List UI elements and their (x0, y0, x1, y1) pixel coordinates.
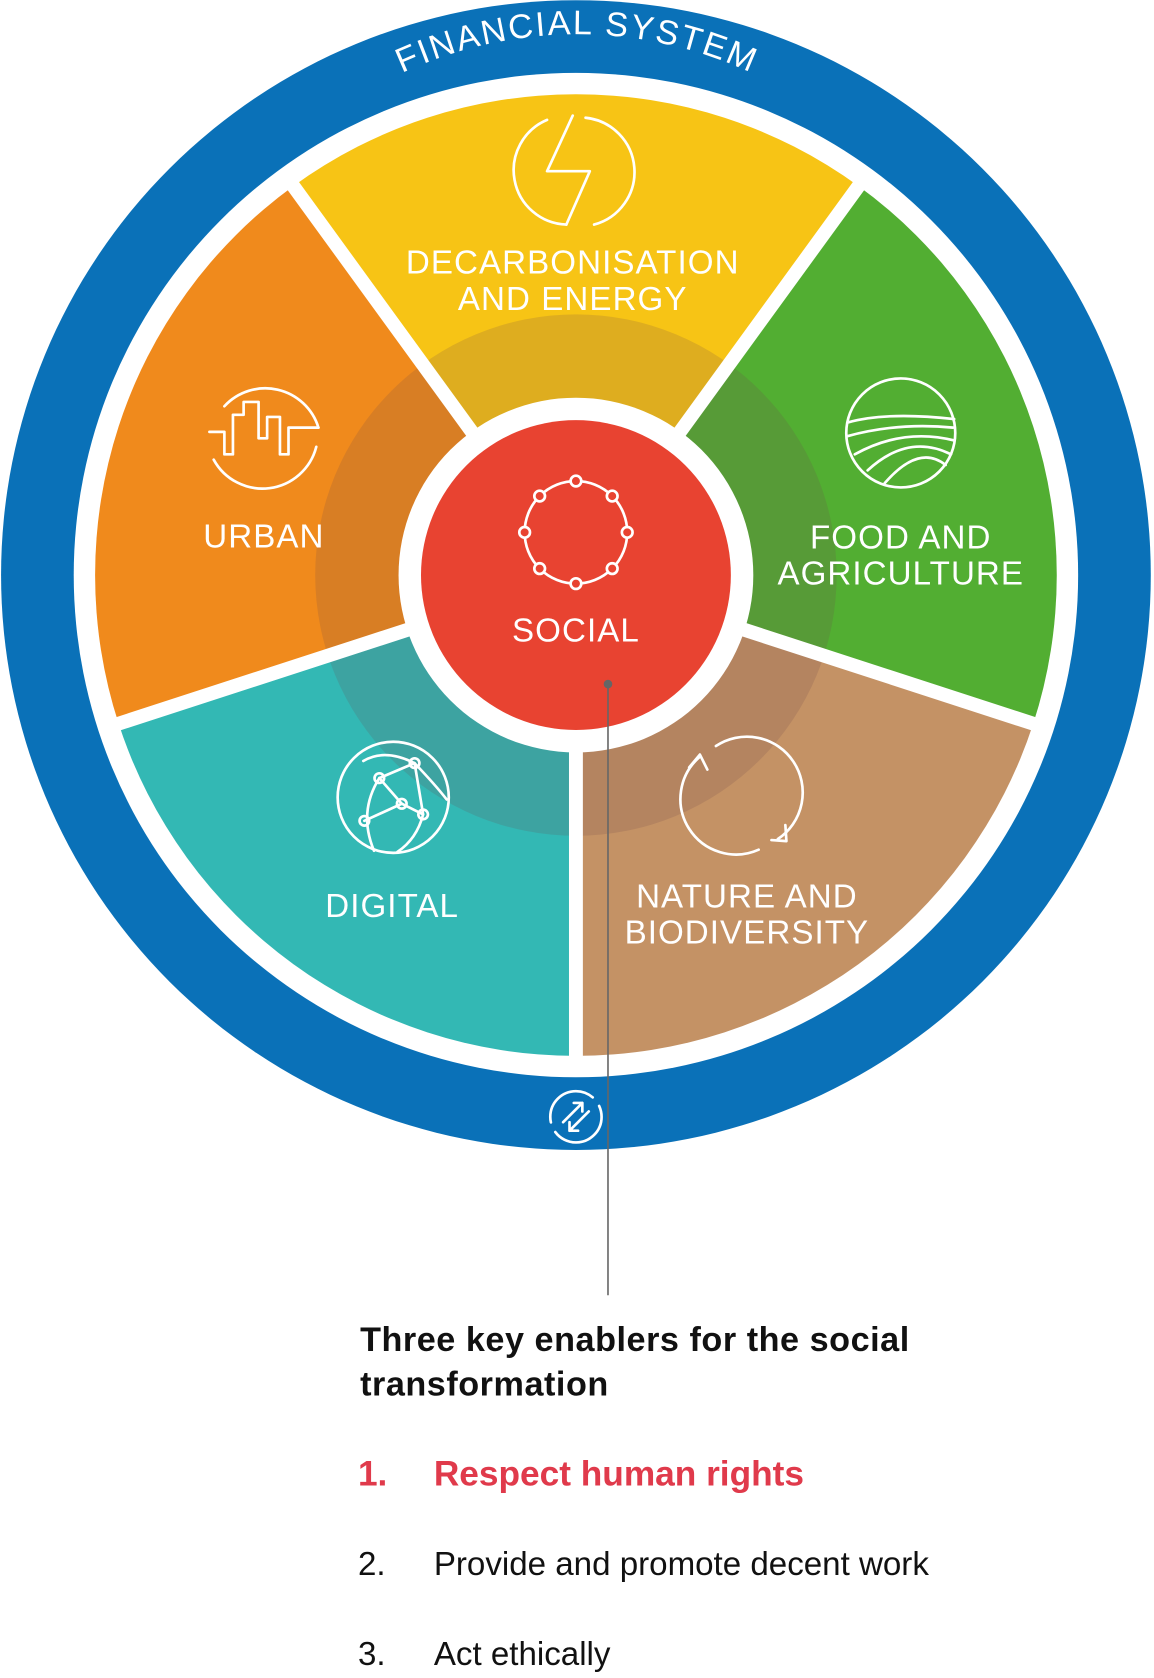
enabler-number: 1. (358, 1454, 387, 1493)
enabler-number: 3. (358, 1636, 386, 1673)
segment-label-decarbonisation-2: AND ENERGY (458, 281, 688, 318)
callout-dot (603, 679, 613, 689)
lightning-bolt-icon (512, 114, 636, 226)
callout-title-2: transformation (360, 1366, 609, 1404)
segment-decarbonisation[interactable] (293, 94, 859, 576)
segment-label-urban: URBAN (203, 518, 324, 555)
fields-icon (844, 377, 957, 489)
person-dot (569, 474, 583, 488)
cycle-arrows-icon (679, 735, 805, 856)
segment-label-food-2: AGRICULTURE (777, 556, 1024, 593)
enabler-text: Provide and promote decent work (434, 1546, 930, 1583)
enabler-text: Respect human rights (434, 1454, 804, 1493)
person-dot (605, 561, 619, 576)
segment-label-food: FOOD AND (810, 519, 991, 556)
city-skyline-icon (208, 387, 320, 490)
segment-label-decarbonisation: DECARBONISATION (406, 245, 740, 282)
enabler-list: 1. Respect human rights 2. Provide and p… (358, 1454, 929, 1673)
enabler-text: Act ethically (434, 1636, 611, 1673)
person-dot (532, 561, 547, 576)
person-dot (605, 489, 619, 503)
person-dot (532, 489, 547, 503)
callout-title: Three key enablers for the social (360, 1321, 910, 1359)
social-center-circle[interactable] (420, 420, 731, 731)
person-dot (517, 525, 532, 540)
enabler-number: 2. (358, 1546, 386, 1583)
social-label: SOCIAL (512, 612, 640, 649)
circle-of-people-icon (517, 474, 634, 591)
person-dot (569, 576, 583, 591)
segment-label-digital: DIGITAL (325, 888, 459, 925)
exchange-arrows-icon (548, 1089, 603, 1144)
segment-label-nature-2: BIODIVERSITY (625, 915, 870, 952)
person-dot (620, 525, 634, 540)
segment-label-nature: NATURE AND (636, 878, 858, 915)
network-globe-icon (336, 740, 451, 855)
